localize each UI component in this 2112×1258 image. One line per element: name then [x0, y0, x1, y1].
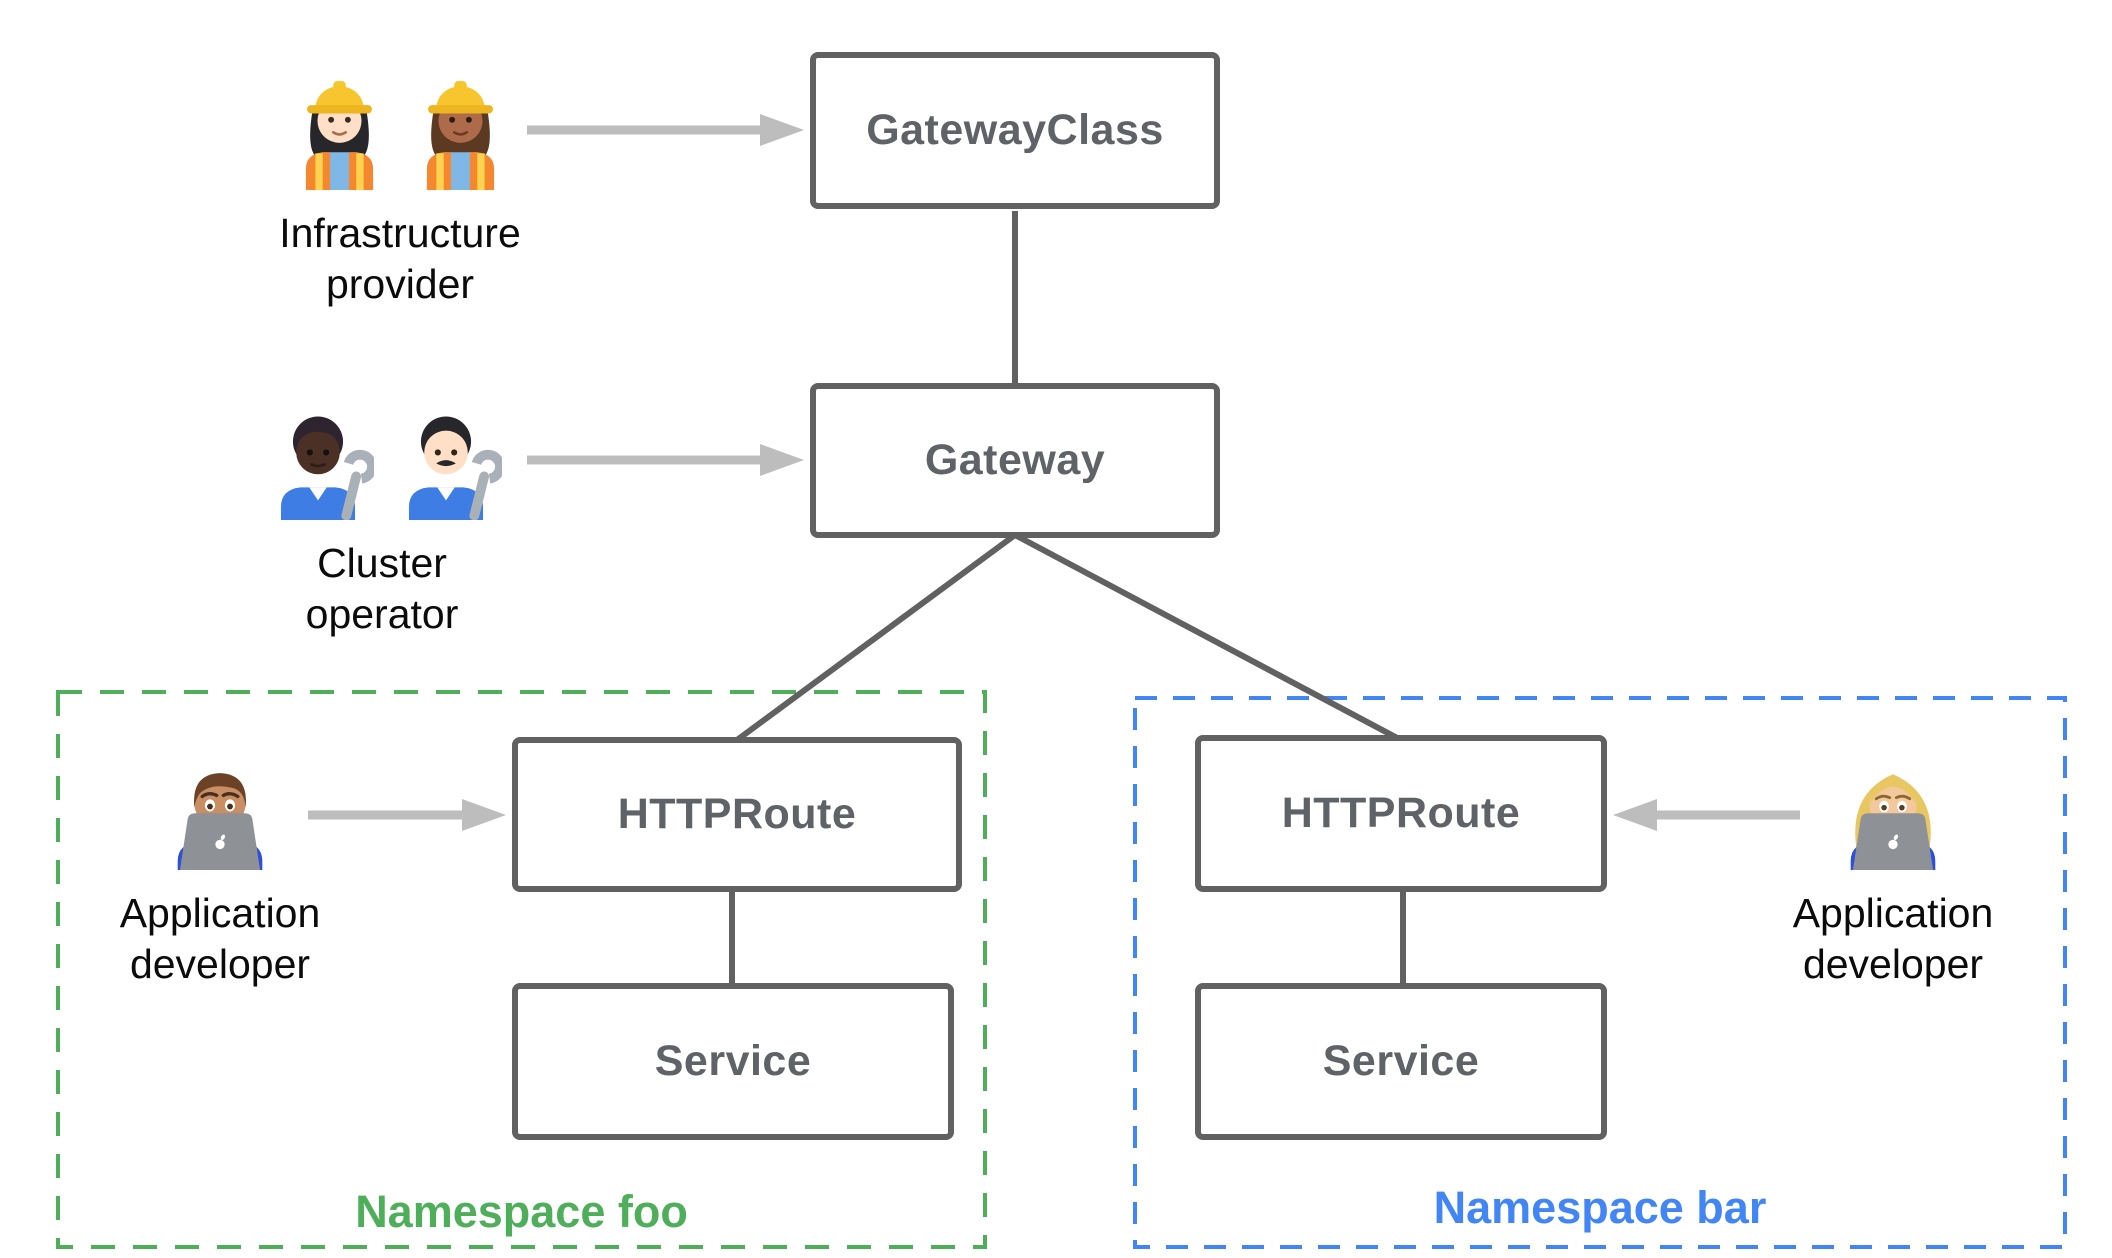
label-line: Application: [1792, 890, 1994, 936]
label-line: provider: [325, 261, 475, 307]
label-line: Infrastructure: [279, 210, 521, 256]
node-service-foo: Service: [512, 983, 954, 1140]
node-service-bar-label: Service: [1322, 1037, 1480, 1085]
label-line: developer: [129, 941, 311, 987]
namespace-bar-box: [1133, 696, 2067, 1249]
label-line: Application: [119, 890, 321, 936]
persona-infrastructure-provider: Infrastructure provider: [230, 60, 570, 310]
application-developer-foo-label: Application developer: [50, 888, 390, 990]
node-gateway-label: Gateway: [924, 436, 1106, 484]
node-httproute-bar: HTTPRoute: [1195, 735, 1607, 892]
cluster-operator-icons: [212, 398, 552, 520]
namespace-foo-box: [56, 690, 987, 1249]
edge-gateway-httproute-bar: [1013, 532, 1403, 743]
node-service-bar: Service: [1195, 983, 1607, 1140]
label-line: Cluster: [317, 540, 447, 586]
label-line: developer: [1802, 941, 1984, 987]
edge-gateway-httproute-foo: [735, 532, 1017, 743]
node-httproute-bar-label: HTTPRoute: [1281, 789, 1521, 837]
namespace-bar-label: Namespace bar: [1433, 1182, 1767, 1233]
node-gatewayclass: GatewayClass: [810, 52, 1220, 209]
persona-cluster-operator: Cluster operator: [212, 398, 552, 640]
node-httproute-foo-label: HTTPRoute: [617, 790, 857, 838]
node-service-foo-label: Service: [654, 1037, 812, 1085]
label-line: operator: [305, 591, 459, 637]
persona-application-developer-foo: Application developer: [50, 752, 390, 990]
node-httproute-foo: HTTPRoute: [512, 737, 962, 892]
node-gateway: Gateway: [810, 383, 1220, 538]
application-developer-bar-icons: [1723, 752, 2063, 870]
man-mechanic-light-icon: [408, 416, 502, 520]
namespace-foo-label: Namespace foo: [355, 1186, 688, 1237]
infrastructure-provider-label: Infrastructure provider: [230, 208, 570, 310]
woman-technologist-medium-light-icon: [1850, 774, 1936, 870]
persona-application-developer-bar: Application developer: [1723, 752, 2063, 990]
woman-construction-worker-light-icon: [305, 80, 374, 190]
application-developer-foo-icons: [50, 752, 390, 870]
cluster-operator-label: Cluster operator: [212, 538, 552, 640]
infrastructure-provider-icons: [230, 60, 570, 190]
application-developer-bar-label: Application developer: [1723, 888, 2063, 990]
woman-construction-worker-medium-dark-icon: [426, 80, 495, 190]
mechanic-dark-skin-icon: [280, 416, 374, 520]
man-technologist-medium-icon: [177, 773, 263, 870]
node-gatewayclass-label: GatewayClass: [866, 106, 1164, 154]
